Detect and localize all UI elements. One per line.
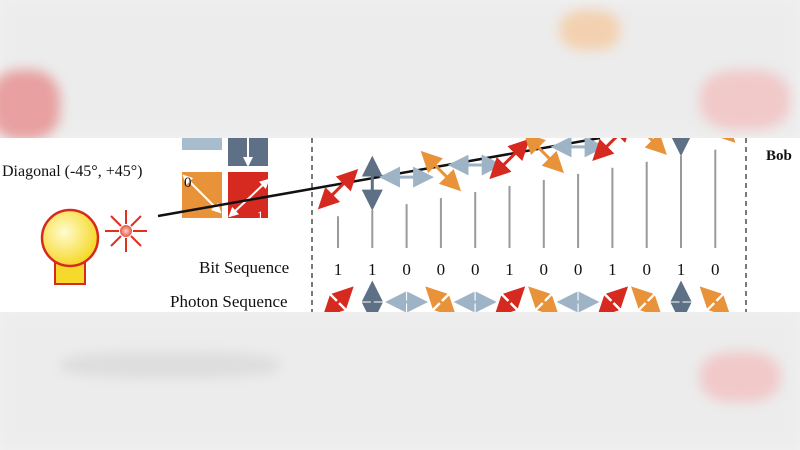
blurred-shape: [60, 352, 280, 378]
filter-arrow-diagonal-neg: [182, 174, 222, 214]
filter-label-zero: 0: [184, 175, 192, 191]
beam-photon-arrow: [317, 169, 359, 210]
bit-value: 0: [711, 260, 720, 279]
bit-value: 0: [574, 260, 583, 279]
photon-beam-line: [157, 138, 601, 218]
bit-value: 1: [505, 260, 514, 279]
filter-arrow-diagonal-pos: [228, 178, 270, 218]
blurred-shape: [560, 10, 620, 50]
photon-sequence-arrow: [322, 286, 354, 312]
beam-photon-arrow: [420, 150, 462, 192]
diagonal-basis-label: Diagonal (-45°, +45°): [2, 163, 143, 180]
bit-value: 1: [677, 260, 686, 279]
diagram-canvas: 1 1 0 0 0 1 0 0 1 0 1 0: [40, 138, 747, 312]
blurred-shape: [700, 352, 780, 402]
photon-sequence-arrow: [699, 286, 731, 312]
filter-label-one: 1: [257, 208, 264, 223]
bit-value: 1: [334, 260, 343, 279]
receiver-label: Bob: [766, 148, 792, 164]
bit-sequence-label: Bit Sequence: [199, 258, 290, 277]
blurred-shape: [700, 70, 790, 130]
bit-value: 0: [402, 260, 411, 279]
blurred-background-top: [0, 0, 800, 140]
photon-sequence-arrow: [493, 286, 526, 312]
photon-emitter-icon: [105, 210, 147, 252]
bit-value: 1: [368, 260, 377, 279]
light-source-icon: [40, 208, 100, 285]
blurred-background-bottom: [0, 312, 800, 450]
photon-sequence-label: Photon Sequence: [170, 292, 288, 311]
blurred-shape: [0, 70, 60, 140]
rectilinear-filter-0: [182, 138, 222, 150]
beam-photon-arrow: [626, 138, 667, 155]
bit-value: 0: [437, 260, 446, 279]
beam-photon-arrow: [592, 138, 633, 161]
photon-sequence-arrow: [631, 286, 663, 312]
beam-photon-arrow: [489, 138, 530, 180]
bb84-diagram: 1 1 0 0 0 1 0 0 1 0 1 0 Diagonal (-45°, +45°) 0 1 B…: [0, 138, 800, 312]
beam-photon-arrow: [523, 138, 564, 174]
bit-value: 0: [540, 260, 549, 279]
bit-value: 0: [642, 260, 651, 279]
photon-sequence-arrow: [528, 286, 560, 312]
photon-sequence-arrow: [596, 286, 629, 312]
bit-value: 0: [471, 260, 480, 279]
bit-value: 1: [608, 260, 617, 279]
photon-sequence-arrow: [425, 286, 457, 312]
